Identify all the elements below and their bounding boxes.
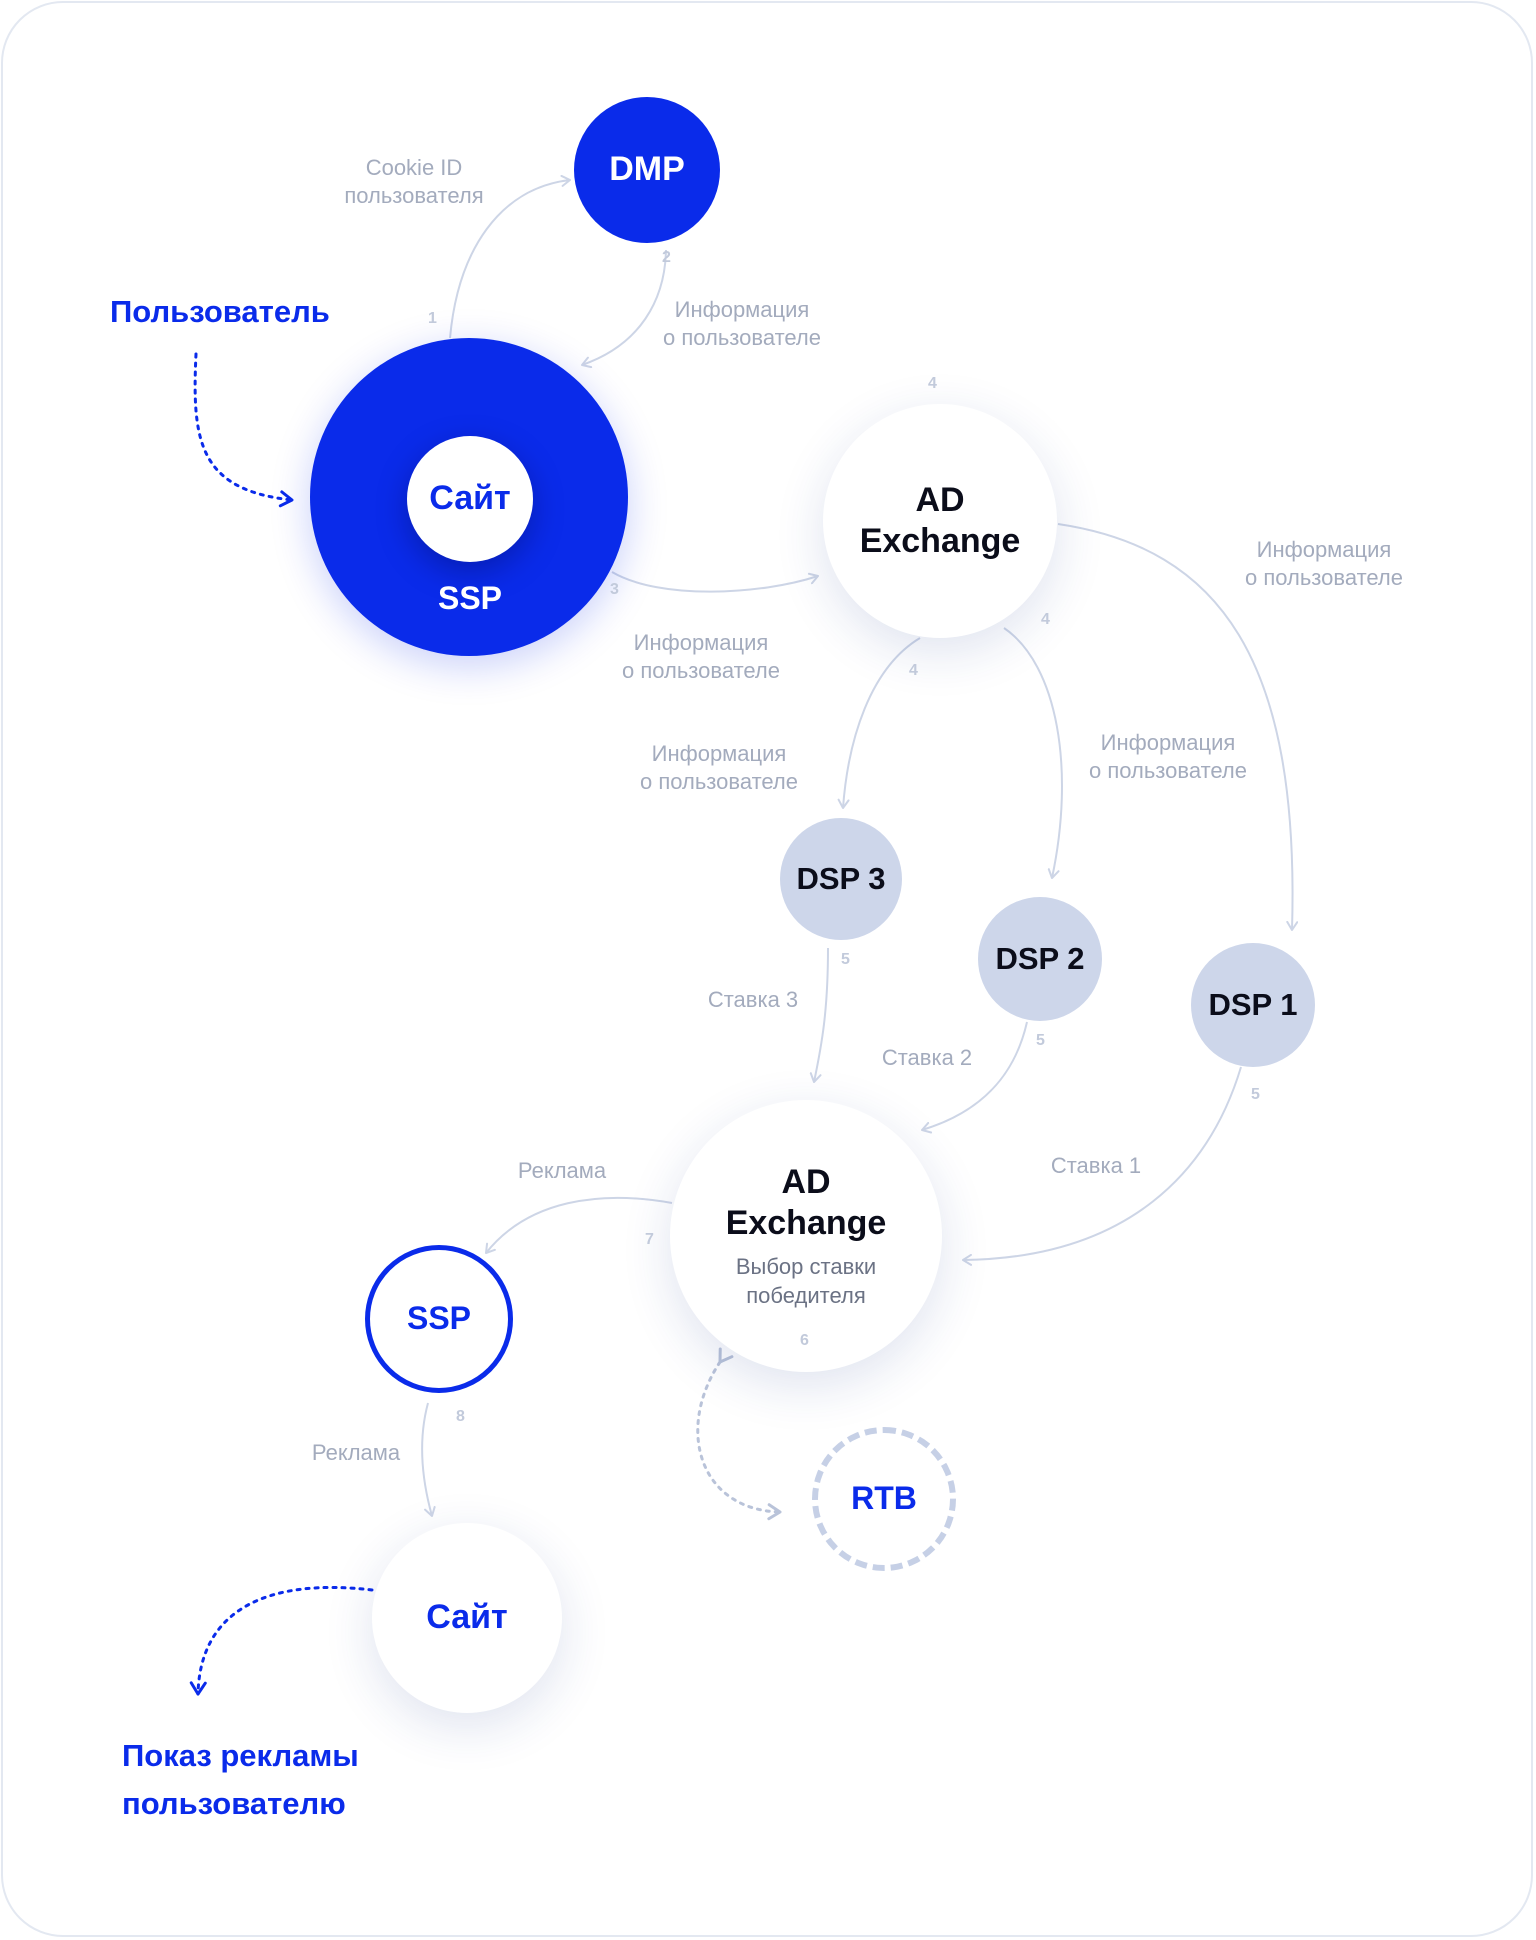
step-5-dsp3: 5 (841, 951, 850, 968)
step-7: 7 (645, 1231, 654, 1248)
ssp-top-label: SSP (437, 580, 503, 617)
link-dsp2-to-adx (921, 1021, 1028, 1134)
site-bottom-label: Сайт (426, 1598, 508, 1637)
ad-label-adx: Реклама (502, 1157, 622, 1185)
info-ssp-line2: о пользователе (622, 658, 780, 684)
link-adx-to-ssp (485, 1196, 673, 1254)
site-top-node: Сайт (407, 436, 533, 562)
cookie-id-line1: Cookie ID (365, 155, 463, 180)
adx-bottom-node: AD Exchange Выбор ставки победителя (670, 1100, 942, 1372)
step-2: 2 (662, 249, 671, 266)
rtb-loop-arrow (696, 1347, 782, 1521)
link-adx-to-dsp1 (1057, 523, 1299, 931)
step-4-dsp2: 4 (1041, 611, 1050, 628)
adx-bottom-sub-line1: Выбор ставки (735, 1254, 877, 1280)
adx-bottom-line2: Exchange (725, 1203, 887, 1242)
info-dsp2-line2: о пользователе (1089, 758, 1247, 784)
show-ad-headline: Показ рекламы пользователю (122, 1732, 359, 1828)
dsp2-node: DSP 2 (978, 897, 1102, 1021)
link-adx-to-dsp3 (837, 637, 921, 809)
info-dsp3-line1: Информация (651, 741, 787, 766)
info-dsp2-line1: Информация (1100, 730, 1236, 755)
bid1-label: Ставка 1 (1036, 1152, 1156, 1180)
site-top-label: Сайт (429, 479, 511, 518)
ad-ssp-text: Реклама (311, 1440, 401, 1465)
adx-bottom-sub-line2: победителя (746, 1283, 866, 1309)
site-bottom-node: Сайт (372, 1523, 562, 1713)
step-3: 3 (610, 581, 619, 598)
dmp-node: DMP (574, 97, 720, 243)
dmp-label: DMP (609, 150, 685, 189)
adx-bottom-subtitle: Выбор ставки победителя (736, 1252, 876, 1310)
step-8: 8 (456, 1408, 465, 1425)
dsp3-label: DSP 3 (796, 861, 886, 897)
user-entry-arrow (193, 352, 294, 508)
info-label-dmp: Информация о пользователе (642, 296, 842, 352)
link-ssp-to-adx (611, 571, 819, 593)
ssp-top-label-box: SSP (410, 575, 530, 623)
bid2-text: Ставка 2 (881, 1045, 973, 1070)
ssp-bottom-node: SSP (365, 1245, 513, 1393)
dsp1-label: DSP 1 (1208, 987, 1298, 1023)
dsp2-label: DSP 2 (995, 941, 1085, 977)
user-headline: Пользователь (110, 288, 330, 336)
adx-bottom-line1: AD (781, 1162, 831, 1201)
link-dmp-to-ssp (581, 249, 667, 369)
step-1: 1 (428, 310, 437, 327)
adx-top-node: AD Exchange (823, 404, 1057, 638)
info-label-dsp3: Информация о пользователе (619, 740, 819, 796)
info-ssp-line1: Информация (633, 630, 769, 655)
info-dmp-line1: Информация (674, 297, 810, 322)
adx-top-line2: Exchange (859, 522, 1021, 560)
show-ad-arrow (189, 1586, 374, 1696)
info-label-ssp: Информация о пользователе (601, 629, 801, 685)
bid1-text: Ставка 1 (1050, 1153, 1142, 1178)
dsp1-node: DSP 1 (1191, 943, 1315, 1067)
link-dsp1-to-adx (962, 1066, 1242, 1266)
step-4-top: 4 (928, 375, 937, 392)
info-dsp1-line1: Информация (1256, 537, 1392, 562)
rtb-node: RTB (812, 1427, 956, 1571)
info-dsp1-line2: о пользователе (1245, 565, 1403, 591)
show-ad-line2: пользователю (122, 1786, 346, 1822)
cookie-id-label: Cookie ID пользователя (314, 154, 514, 210)
ad-adx-text: Реклама (517, 1158, 607, 1183)
info-label-dsp2: Информация о пользователе (1068, 729, 1268, 785)
link-site-to-dmp (449, 174, 571, 339)
step-5-dsp1: 5 (1251, 1086, 1260, 1103)
ssp-bottom-label: SSP (406, 1300, 472, 1337)
cookie-id-line2: пользователя (344, 183, 484, 209)
info-dsp3-line2: о пользователе (640, 769, 798, 795)
dsp3-node: DSP 3 (780, 818, 902, 940)
step-4-dsp3: 4 (909, 662, 918, 679)
link-dsp3-to-adx (809, 947, 829, 1083)
info-dmp-line2: о пользователе (663, 325, 821, 351)
user-headline-text: Пользователь (110, 294, 330, 329)
bid3-label: Ставка 3 (693, 986, 813, 1014)
bid2-label: Ставка 2 (867, 1044, 987, 1072)
rtb-label: RTB (851, 1480, 917, 1517)
bid3-text: Ставка 3 (707, 987, 799, 1012)
ad-label-ssp: Реклама (296, 1439, 416, 1467)
adx-top-line1: AD (915, 480, 965, 519)
link-adx-to-dsp2 (1003, 627, 1063, 879)
step-6: 6 (800, 1332, 809, 1349)
show-ad-line1: Показ рекламы (122, 1738, 359, 1773)
step-5-dsp2: 5 (1036, 1032, 1045, 1049)
link-ssp-to-site (421, 1402, 436, 1517)
info-label-dsp1: Информация о пользователе (1224, 536, 1424, 592)
